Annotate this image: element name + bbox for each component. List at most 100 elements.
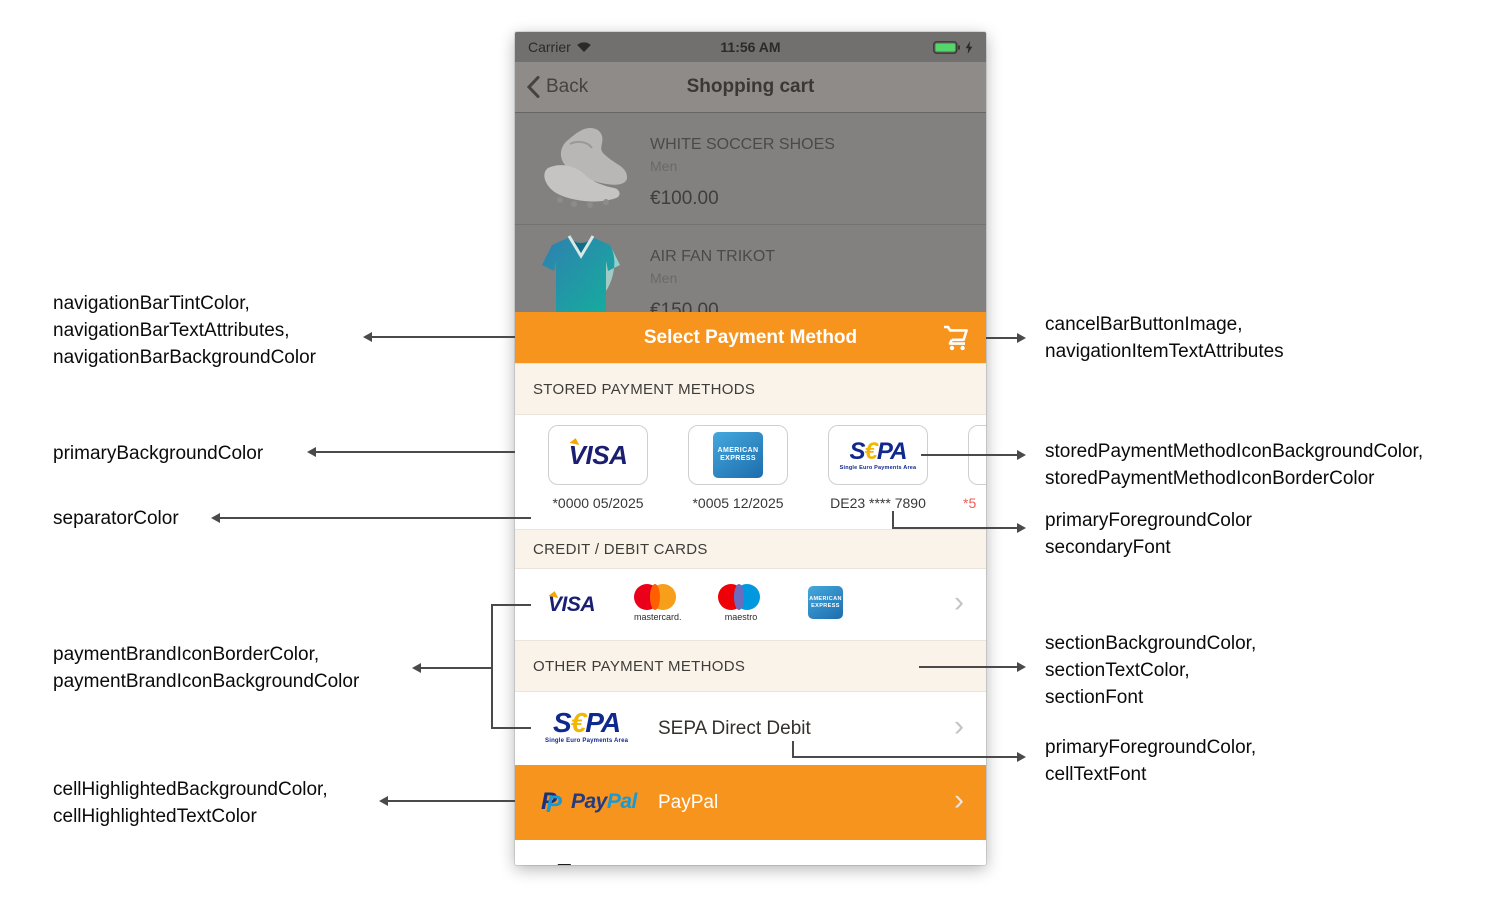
product-subtitle: Men	[650, 158, 678, 174]
back-chevron-icon	[527, 76, 540, 98]
chevron-right-icon: ›	[954, 709, 964, 743]
phone-screenshot: Carrier 11:56 AM	[515, 32, 986, 865]
connector-line	[792, 741, 794, 758]
annotation-line: storedPaymentMethodIconBackgroundColor,	[1045, 441, 1424, 462]
cart-item-row[interactable]: WHITE SOCCER SHOES Men €100.00	[515, 113, 986, 225]
product-price: €100.00	[650, 188, 719, 209]
annotation-line: paymentBrandIconBackgroundColor	[53, 671, 360, 692]
wifi-icon	[576, 42, 591, 52]
visa-logo: VISA	[569, 436, 628, 471]
stored-method-caption: *0005 12/2025	[692, 495, 784, 511]
connector-line	[491, 727, 531, 729]
status-bar: Carrier 11:56 AM	[515, 32, 986, 62]
annotation-line: sectionBackgroundColor,	[1045, 633, 1257, 654]
product-subtitle: Men	[650, 270, 678, 286]
arrowhead	[1017, 752, 1026, 762]
connector-line	[892, 527, 1017, 529]
annotation-line: sectionFont	[1045, 687, 1144, 708]
arrowhead	[211, 513, 220, 523]
back-label: Back	[546, 76, 589, 97]
annotation-line: navigationItemTextAttributes	[1045, 341, 1284, 362]
section-header-other: OTHER PAYMENT METHODS	[515, 640, 986, 692]
payment-method-label: SEPA Direct Debit	[658, 717, 811, 739]
annotation-line: navigationBarTextAttributes,	[53, 320, 290, 341]
connector-line	[220, 517, 531, 519]
cart-item-row[interactable]: AIR FAN TRIKOT Men €150.00	[515, 225, 986, 321]
sepa-logo: S€PA Single Euro Payments Area	[839, 437, 917, 471]
shopping-cart-list: WHITE SOCCER SHOES Men €100.00	[515, 113, 986, 321]
annotation-line: cancelBarButtonImage,	[1045, 314, 1243, 335]
clock-label: 11:56 AM	[720, 39, 781, 55]
connector-line	[792, 756, 1017, 758]
annotation-line: navigationBarBackgroundColor	[53, 347, 316, 368]
arrowhead	[363, 332, 372, 342]
connector-bracket	[491, 604, 493, 729]
annotation-cell-highlighted: cellHighlightedBackgroundColor, cellHigh…	[53, 776, 328, 830]
shopping-cart-icon	[943, 325, 968, 351]
connector-line	[919, 666, 1017, 668]
annotation-line: paymentBrandIconBorderColor,	[53, 644, 320, 665]
annotation-line: primaryForegroundColor,	[1045, 737, 1257, 758]
payment-title: Select Payment Method	[643, 326, 858, 348]
chevron-right-icon: ›	[954, 585, 964, 619]
stored-method-sepa[interactable]: S€PA Single Euro Payments Area	[828, 425, 928, 485]
cancel-cart-button[interactable]	[940, 323, 970, 353]
arrowhead	[1017, 523, 1026, 533]
arrowhead	[1017, 450, 1026, 460]
stored-method-caption: DE23 **** 7890	[830, 495, 926, 511]
battery-icon	[933, 40, 960, 54]
annotation-line: sectionTextColor,	[1045, 660, 1190, 681]
annotation-line: cellTextFont	[1045, 764, 1147, 785]
annotation-line: navigationBarTintColor,	[53, 293, 250, 314]
payment-navigation-bar: Select Payment Method	[515, 312, 986, 363]
arrowhead	[379, 796, 388, 806]
product-name: WHITE SOCCER SHOES	[650, 136, 835, 153]
product-image-soccer-shoes	[544, 128, 628, 208]
annotation-primary-background: primaryBackgroundColor	[53, 440, 263, 467]
connector-line	[372, 336, 515, 338]
navigation-bar: Back Shopping cart	[515, 62, 986, 113]
arrowhead	[412, 663, 421, 673]
stored-method-caption: *0000 05/2025	[552, 495, 644, 511]
annotation-line: cellHighlightedBackgroundColor,	[53, 779, 328, 800]
annotation-primary-foreground-secondary-font: primaryForegroundColor secondaryFont	[1045, 507, 1252, 561]
annotation-line: storedPaymentMethodIconBorderColor	[1045, 468, 1375, 489]
carrier-label: Carrier	[528, 39, 571, 55]
visa-logo: VISA	[548, 590, 596, 617]
stored-method-visa[interactable]: VISA	[548, 425, 648, 485]
product-image-shirt	[542, 235, 620, 321]
connector-line	[316, 451, 515, 453]
sheet-bottom	[515, 840, 986, 865]
back-button[interactable]: Back	[527, 62, 588, 112]
section-header-cards: CREDIT / DEBIT CARDS	[515, 529, 986, 569]
stored-method-caption-alert: *5	[963, 495, 977, 511]
annotation-line: primaryBackgroundColor	[53, 443, 264, 464]
arrowhead	[1017, 662, 1026, 672]
connector-line	[491, 604, 531, 606]
annotation-navigation-bar: navigationBarTintColor, navigationBarTex…	[53, 290, 316, 371]
payment-method-row-sepa[interactable]: S€PA Single Euro Payments Area SEPA Dire…	[515, 692, 986, 765]
visa-flick-icon	[569, 436, 581, 445]
page-title: Shopping cart	[686, 76, 815, 97]
annotation-cancel-bar-button: cancelBarButtonImage, navigationItemText…	[1045, 311, 1284, 365]
annotation-line: secondaryFont	[1045, 537, 1171, 558]
payment-method-label: PayPal	[658, 791, 719, 813]
product-name: AIR FAN TRIKOT	[650, 248, 776, 265]
arrowhead	[307, 447, 316, 457]
chevron-right-icon: ›	[954, 783, 964, 817]
annotation-section-style: sectionBackgroundColor, sectionTextColor…	[1045, 630, 1256, 711]
annotation-separator-color: separatorColor	[53, 505, 179, 532]
payment-sheet: Select Payment Method STORED PAYMENT MET…	[515, 312, 986, 865]
arrowhead	[1017, 333, 1026, 343]
annotation-payment-brand-icon: paymentBrandIconBorderColor, paymentBran…	[53, 641, 359, 695]
clipped-logo	[556, 864, 605, 865]
annotation-stored-method-icon: storedPaymentMethodIconBackgroundColor, …	[1045, 438, 1423, 492]
